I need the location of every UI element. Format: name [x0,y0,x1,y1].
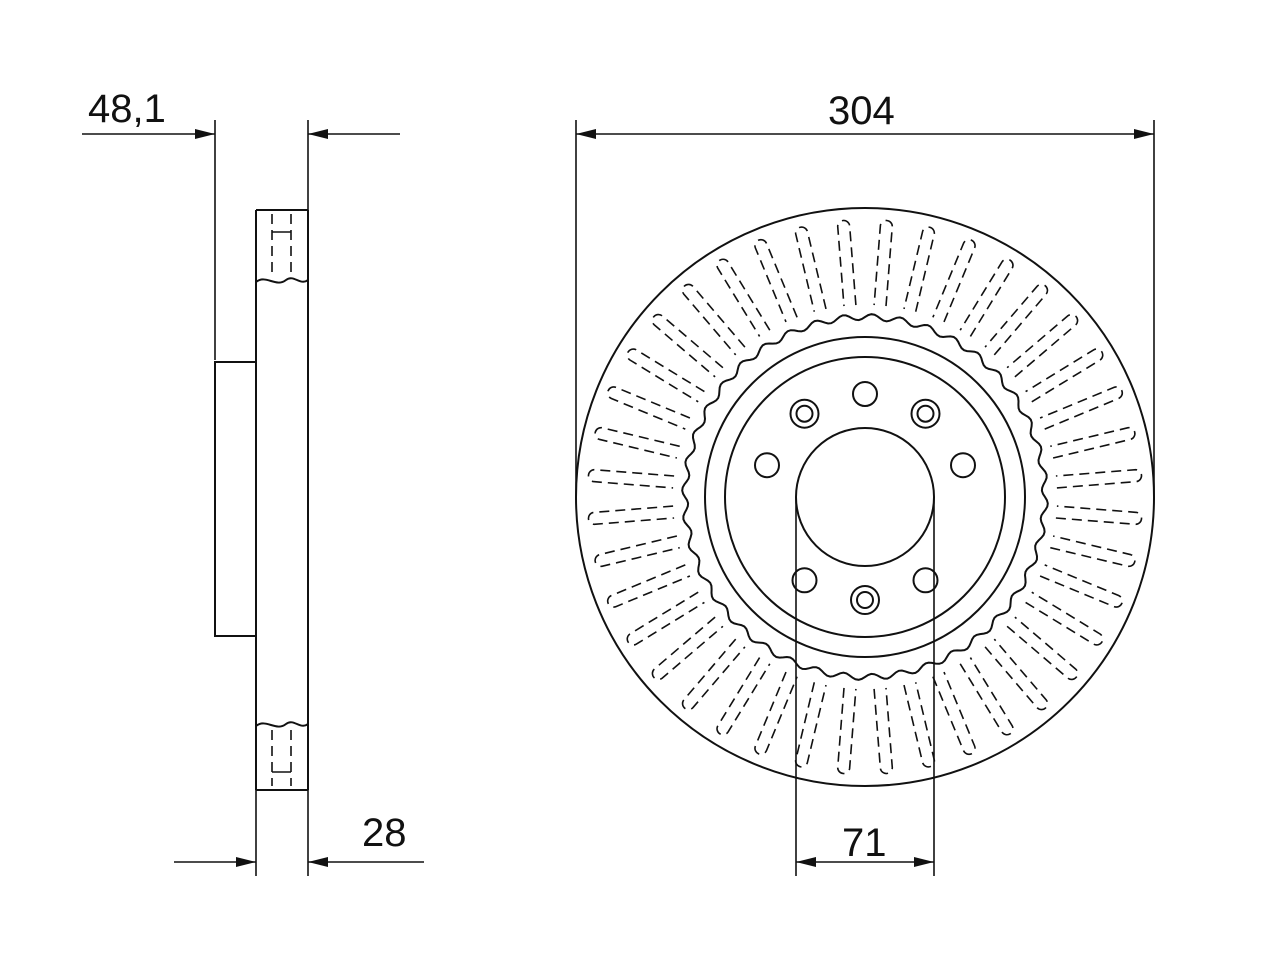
hat-flange-outline [214,361,256,637]
ventilation-slots [587,219,1143,775]
vent-slot [594,426,680,459]
vent-slot [626,591,705,646]
vent-slot [873,687,894,775]
vent-slot [1050,426,1136,459]
vent-slot [606,386,691,430]
threaded-hole-outer [789,398,820,429]
vent-slot [903,682,936,768]
bolt-hole [950,452,976,479]
threaded-hole-inner [856,591,874,609]
bolt-hole [791,567,818,594]
vent-slot [681,283,746,356]
vent-slot [594,535,680,568]
friction-ring-inner-edge [681,313,1049,681]
hat-outer-circle [704,336,1026,658]
vent-slot [626,348,705,403]
vent-slot [959,258,1014,337]
vent-slot [716,258,771,337]
vent-slot [836,687,857,775]
vent-slot [1055,505,1143,526]
vent-slot [873,219,894,307]
vent-slot [836,219,857,307]
vent-slot [984,638,1049,711]
center-bore [795,427,935,567]
bolt-hole [852,381,878,407]
vent-slot [651,616,724,681]
front-view: 304 71 [575,89,1155,876]
thickness-label: 28 [362,811,407,855]
bolt-hole [912,567,939,594]
hat-height-label: 48,1 [88,87,166,131]
disc-outer-edge [575,207,1155,787]
vent-slot [716,657,771,736]
threaded-hole-outer [850,585,880,615]
vent-slot [651,313,724,378]
vent-slot [794,682,827,768]
threaded-hole-inner [916,404,935,423]
vent-slot [606,564,691,608]
vent-slot [754,238,798,323]
vent-slot [681,638,746,711]
vent-slot [1055,468,1143,489]
vent-slot [984,283,1049,356]
vent-slot [1006,616,1079,681]
center-bore-label: 71 [842,821,887,865]
vent-slot [754,671,798,756]
side-view: 48,1 28 [82,87,424,876]
vent-slot [1025,348,1104,403]
vent-slot [587,505,675,526]
vent-slot [794,226,827,312]
vent-slot [1039,564,1124,608]
section-break-bottom [255,721,309,728]
vent-slot [1050,535,1136,568]
bolt-hole-pattern [754,381,976,615]
vent-slot [1025,591,1104,646]
vent-slot [932,238,976,323]
section-break-top [255,277,309,284]
vent-slot [932,671,976,756]
vent-slot [903,226,936,312]
bolt-hole [754,452,780,479]
threaded-hole-outer [910,398,941,429]
hat-inner-circle [724,356,1006,638]
vent-slot [587,468,675,489]
vent-slot [1039,386,1124,430]
vent-slot [959,657,1014,736]
threaded-hole-inner [795,404,814,423]
vent-slot [1006,313,1079,378]
diameter-label: 304 [828,89,895,133]
